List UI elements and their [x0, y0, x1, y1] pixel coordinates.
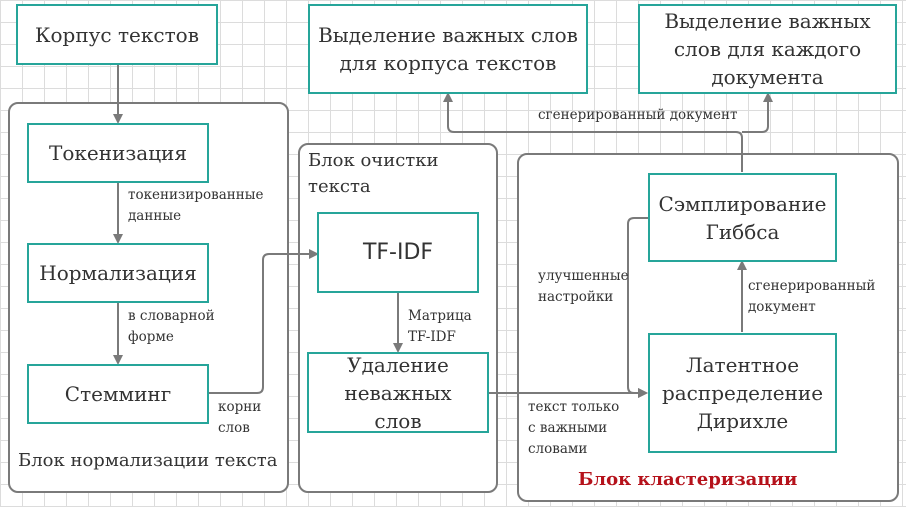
tokenization-node: Токенизация	[27, 123, 209, 183]
important-doc-label: Выделение важных слов для каждого докуме…	[664, 9, 871, 89]
edge-label-generated-doc-top: сгенерированный документ	[538, 107, 738, 123]
normalization-node: Нормализация	[27, 243, 209, 303]
removal-label: Удаление неважных слов	[344, 352, 452, 433]
edge-label-important-only: текст только с важными словами	[528, 399, 620, 457]
edge-label-generated-doc-right: сгенерированный документ	[748, 278, 876, 315]
tfidf-node: TF-IDF	[317, 212, 479, 293]
edge-label-tokenized: токенизированные данные	[128, 187, 264, 224]
important-corpus-node: Выделение важных слов для корпуса тексто…	[308, 4, 588, 94]
tfidf-label: TF-IDF	[362, 239, 434, 265]
normalization-block-title: Блок нормализации текста	[18, 450, 278, 471]
arrow-stemming-to-tfidf	[209, 249, 319, 394]
important-corpus-label: Выделение важных слов для корпуса тексто…	[318, 23, 578, 75]
clustering-block-title: Блок кластеризации	[578, 469, 798, 490]
normalization-label: Нормализация	[39, 261, 197, 285]
corpus-label: Корпус текстов	[35, 22, 199, 47]
stemming-label: Стемминг	[64, 382, 172, 406]
gibbs-node: Сэмплирование Гиббса	[648, 173, 837, 262]
arrow-gibbs-to-lda-feedback	[627, 217, 648, 398]
lda-node: Латентное распределение Дирихле	[648, 333, 837, 453]
edge-label-improved-settings: улучшенные настройки	[538, 268, 629, 305]
arrow-to-document-output	[742, 92, 773, 133]
lda-label: Латентное распределение Дирихле	[661, 353, 824, 433]
important-doc-node: Выделение важных слов для каждого докуме…	[638, 4, 897, 94]
removal-node: Удаление неважных слов	[307, 352, 489, 433]
edge-label-stems: корни слов	[218, 399, 262, 436]
gibbs-label: Сэмплирование Гиббса	[658, 191, 827, 244]
edge-label-tfidf-matrix: Матрица TF-IDF	[408, 308, 472, 345]
arrow-gibbs-to-outputs	[443, 92, 743, 172]
cleaning-block-title: Блок очистки текста	[308, 150, 439, 197]
edge-label-dictionary-form: в словарной форме	[128, 308, 215, 345]
stemming-node: Стемминг	[27, 364, 209, 424]
tokenization-label: Токенизация	[48, 141, 188, 165]
corpus-node: Корпус текстов	[16, 4, 218, 65]
